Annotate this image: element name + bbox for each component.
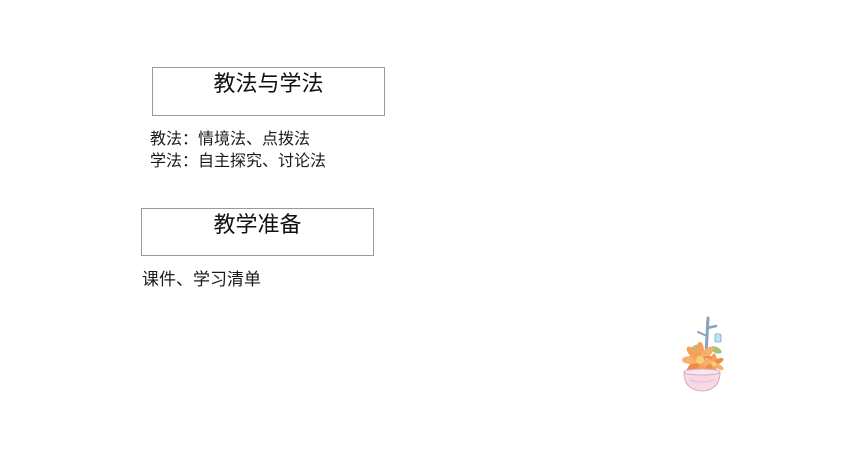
potted-succulent-icon	[682, 316, 724, 392]
section-title-preparation: 教学准备	[141, 208, 374, 256]
preparation-line: 课件、学习清单	[142, 270, 261, 290]
section-title-preparation-text: 教学准备	[213, 213, 302, 238]
section-title-methods: 教法与学法	[152, 67, 385, 116]
section-title-methods-text: 教法与学法	[213, 72, 324, 97]
teaching-method-line: 教法：情境法、点拨法	[150, 129, 311, 148]
learning-method-line: 学法：自主探究、讨论法	[150, 151, 327, 170]
